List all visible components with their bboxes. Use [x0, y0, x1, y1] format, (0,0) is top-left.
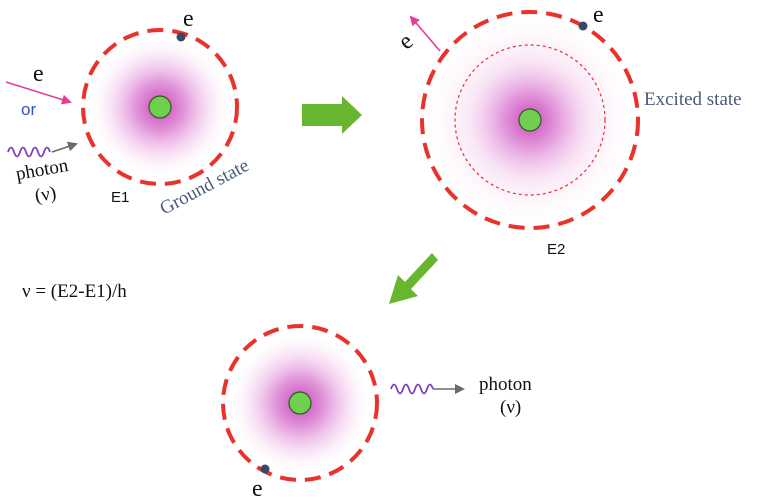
emitted-photon-label: photon [479, 374, 532, 395]
incoming-photon-arrow [51, 141, 78, 153]
nucleus [148, 95, 172, 119]
incoming-electron-arrow [5, 81, 72, 105]
emitted-photon-wave-icon [390, 383, 434, 395]
energy-formula: ν = (E2-E1)/h [22, 281, 127, 302]
electron [176, 32, 186, 42]
transition-arrow-right [302, 96, 362, 134]
electron [260, 464, 270, 474]
ground-orbit [221, 324, 379, 482]
incoming-photon-label: photon [14, 155, 70, 185]
ground-orbit-dotted [454, 44, 606, 196]
incoming-electron-label: e [33, 61, 44, 87]
atom-emission: e photon (ν) [221, 324, 532, 501]
ejected-electron-arrow [409, 15, 441, 52]
energy-e1-label: E1 [111, 189, 129, 206]
nucleus [288, 391, 312, 415]
electron-label: e [183, 6, 194, 32]
electron-label: e [593, 2, 604, 28]
energy-e2-label: E2 [547, 241, 565, 258]
electron-label: e [252, 476, 263, 501]
ejected-electron-label: e [394, 28, 419, 55]
emitted-photon-nu: (ν) [500, 397, 521, 418]
atom-ground-state: e e or photon (ν) E1 Ground state [5, 6, 253, 219]
transition-arrow-down [389, 253, 438, 304]
or-label: or [21, 100, 36, 119]
nucleus [518, 108, 542, 132]
excited-orbit [420, 10, 640, 230]
electron [578, 21, 588, 31]
excited-state-label: Excited state [644, 89, 742, 110]
ground-orbit [81, 28, 239, 186]
incoming-photon-wave-icon [7, 146, 51, 158]
incoming-photon-nu: (ν) [33, 183, 58, 207]
atom-excited-state: e e Excited state E2 [394, 2, 742, 258]
